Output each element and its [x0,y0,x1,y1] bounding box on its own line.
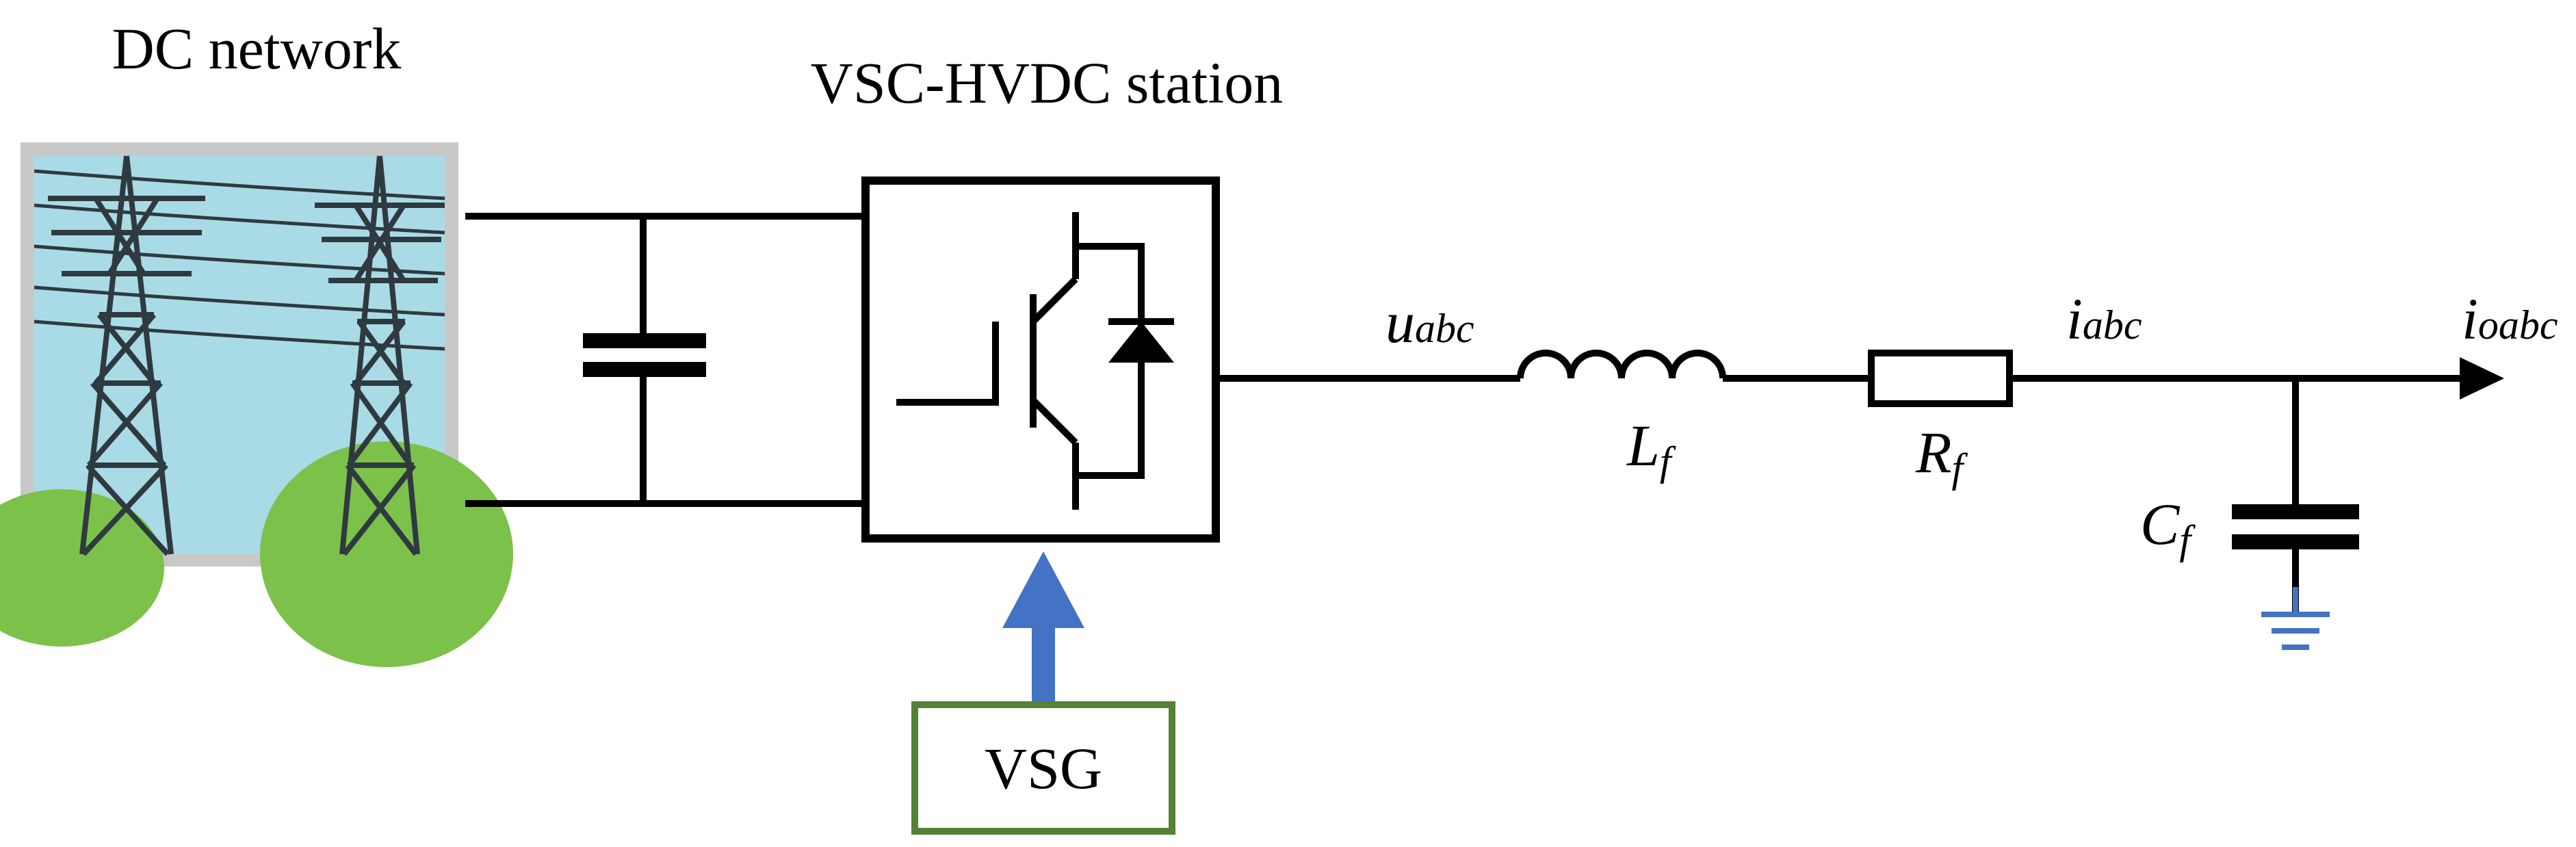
dc-network-image [0,142,513,667]
ac-line [1216,350,2463,407]
power-lines [34,169,445,351]
capacitor-label: Cf [2140,491,2196,562]
output-arrow [2460,357,2504,400]
inductor-label: Lf [1626,413,1676,484]
resistor-label: Rf [1915,419,1968,491]
hill [0,441,513,667]
vsg-controller-box [911,701,1175,835]
dc-link-capacitor [583,216,706,504]
current-label: iabc [2066,286,2142,352]
output-current-label: ioabc [2462,286,2558,352]
inductor-icon [1517,350,1726,379]
control-arrow [1002,551,1084,705]
resistor-icon [1868,350,2013,407]
converter-box [861,177,1220,543]
ground-icon [2261,587,2330,650]
vsg-label: VSG [985,735,1102,801]
dc-bus [465,213,866,507]
diode-icon [1108,322,1174,363]
transmission-tower-right [315,155,445,556]
station-title: VSC-HVDC station [811,50,1283,116]
filter-capacitor [2232,378,2359,614]
transmission-tower-left [48,155,205,556]
voltage-label: uabc [1385,289,1474,355]
dc-network-title: DC network [112,16,402,81]
